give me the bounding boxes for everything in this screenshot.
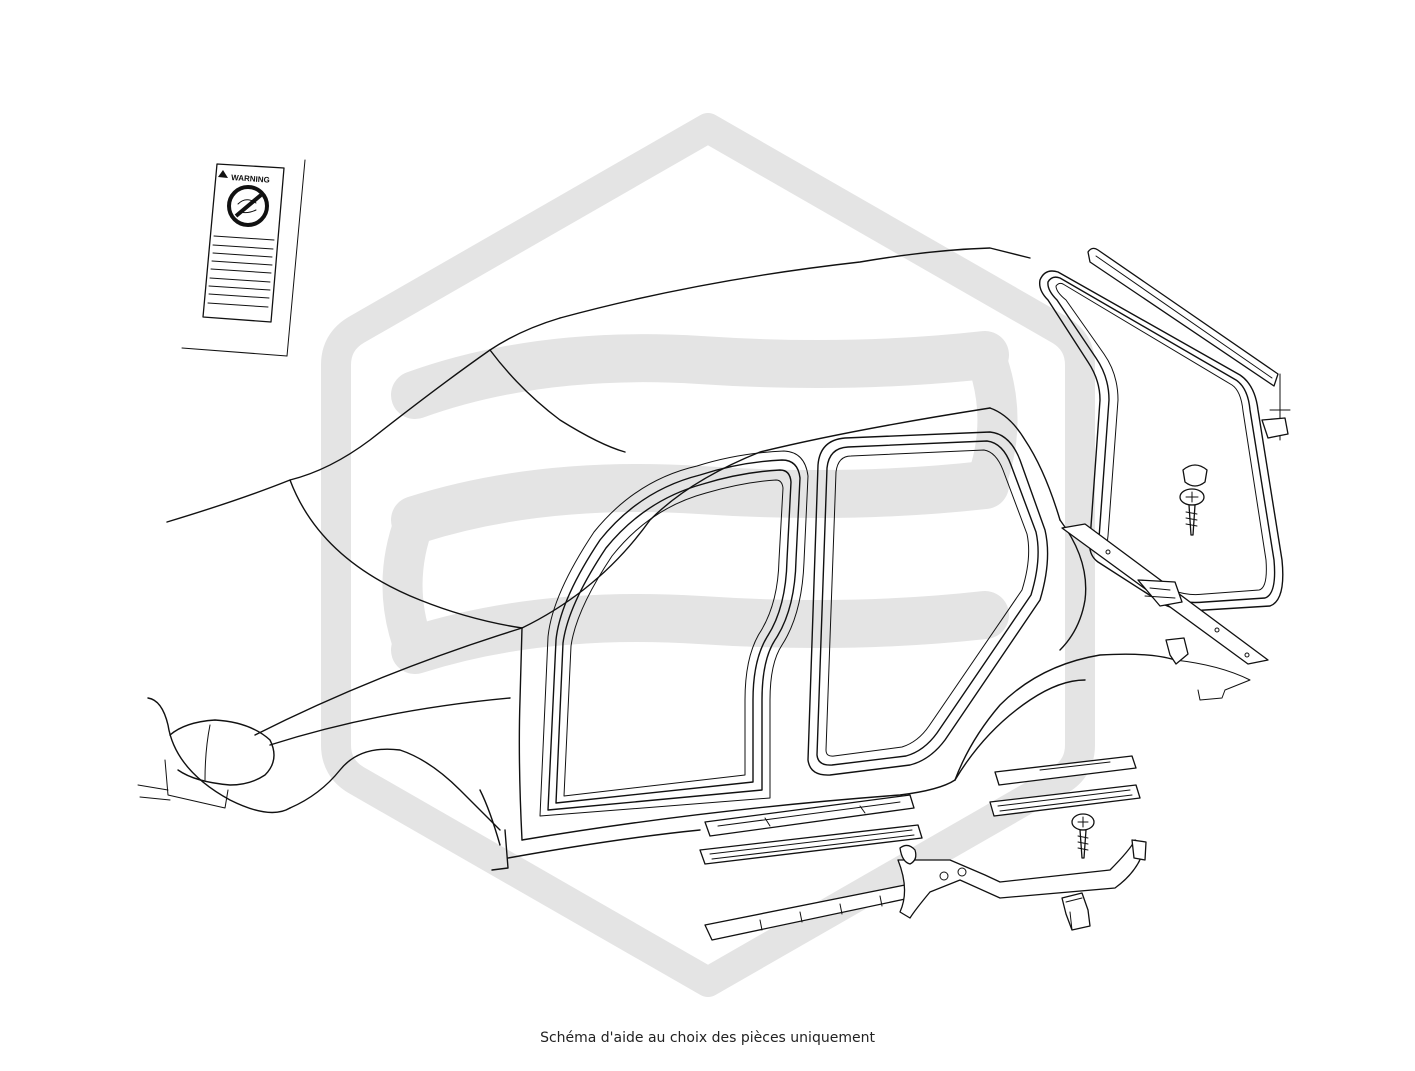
rear-door-seal: [807, 431, 1049, 776]
screw-fastener: [1071, 813, 1095, 859]
front-door-seal: [539, 450, 809, 817]
warning-label-part: WARNING: [181, 159, 306, 357]
retaining-clip: [1061, 892, 1091, 931]
diagram-caption: Schéma d'aide au choix des pièces unique…: [540, 1030, 875, 1046]
front-sill-trim: [699, 794, 923, 941]
rear-trim-bracket: [1061, 523, 1269, 665]
plug-fastener: [1179, 464, 1208, 536]
warning-label-text: WARNING: [231, 173, 270, 185]
rear-sill-trim: [897, 755, 1147, 919]
watermark-logo: [321, 113, 1095, 997]
no-child-seat-icon: [227, 185, 269, 227]
car-body-outline: [137, 247, 1251, 871]
roof-drip-strip: [1087, 247, 1291, 441]
